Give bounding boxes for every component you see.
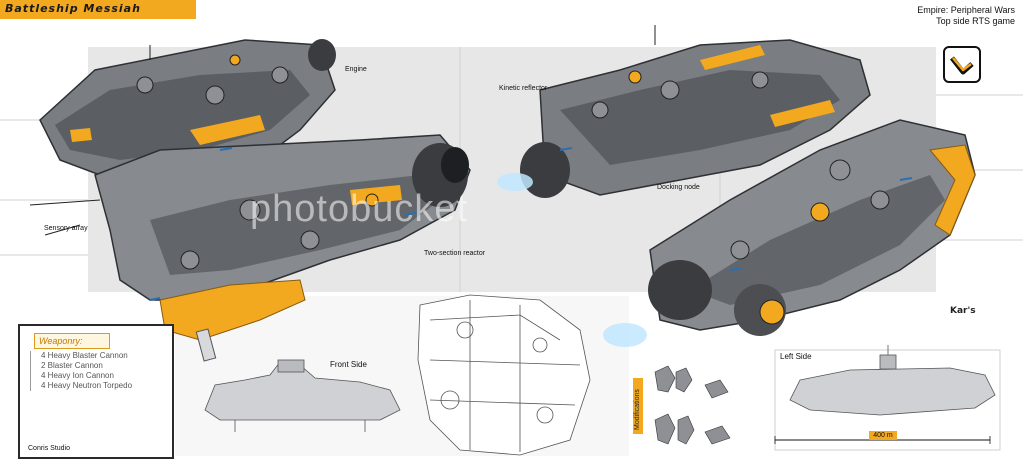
label-docking-node: Docking node <box>657 184 700 191</box>
scale-label: 400 m <box>869 431 897 440</box>
watermark: photobucket <box>250 188 469 230</box>
modifications-label: Modifications <box>634 389 641 430</box>
label-kinetic-reflector: Kinetic reflector <box>499 85 548 92</box>
top-right-caption: Empire: Peripheral Wars Top side RTS gam… <box>917 5 1015 27</box>
label-two-section-reactor: Two-section reactor <box>424 250 486 257</box>
label-front-side: Front Side <box>330 360 367 369</box>
yellow-bracket-logo-icon <box>943 46 981 83</box>
weaponry-item: 4 Heavy Blaster Cannon <box>41 351 128 360</box>
page-title: Battleship Messiah <box>5 2 141 15</box>
label-sensory-array: Sensory array <box>44 225 88 232</box>
empire-label: Empire: Peripheral Wars <box>917 5 1015 15</box>
weaponry-heading: Weaponry: <box>34 333 110 349</box>
weaponry-list: 4 Heavy Blaster Cannon 2 Blaster Cannon … <box>30 351 166 391</box>
modifications-tab <box>633 378 643 434</box>
label-left-side: Left Side <box>780 352 812 361</box>
weaponry-item: 4 Heavy Ion Cannon <box>41 371 114 380</box>
game-label: Top side RTS game <box>936 16 1015 26</box>
artist-signature: Kar's <box>950 306 976 316</box>
title-banner: Battleship Messiah <box>0 0 196 19</box>
weaponry-item: 2 Blaster Cannon <box>41 361 103 370</box>
weaponry-item: 4 Heavy Neutron Torpedo <box>41 381 133 390</box>
studio-credit: Conris Studio <box>28 445 71 452</box>
weaponry-panel: Weaponry: 4 Heavy Blaster Cannon 2 Blast… <box>18 324 174 459</box>
label-engine: Engine <box>345 66 367 73</box>
